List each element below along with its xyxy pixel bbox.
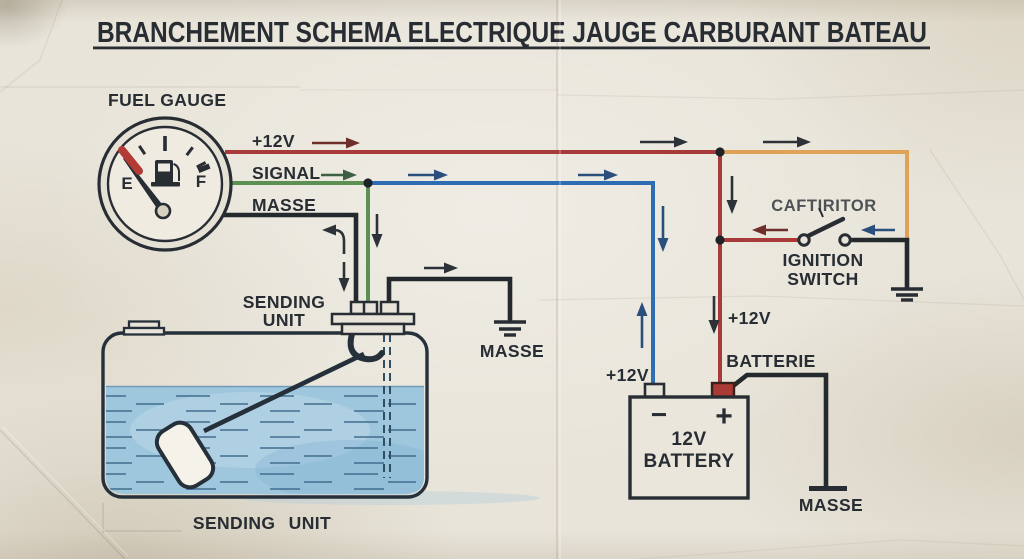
arrow-right-icon [763, 136, 811, 148]
blue-wire [366, 181, 655, 387]
title-underline [93, 46, 930, 50]
page-title: BRANCHEMENT SCHEMA ELECTRIQUE JAUGE CARB… [97, 17, 927, 49]
sending-unit-label-line1: SENDING [243, 292, 326, 312]
gauge-full-mark: F [196, 172, 206, 191]
gauge-ticks [138, 136, 211, 174]
fuel-tank-assembly: SENDING UNIT SENDING UNIT MASSE [101, 292, 544, 533]
fuel-gauge: E F FUEL GAUGE [97, 90, 233, 252]
arrow-down-icon [338, 262, 350, 292]
title-block: BRANCHEMENT SCHEMA ELECTRIQUE JAUGE CARB… [93, 17, 930, 50]
needle-red-tip [118, 146, 143, 175]
sending-unit-flange [330, 300, 416, 336]
battery-case [628, 395, 750, 500]
wiring [222, 147, 910, 489]
arrow-bent-left-icon [322, 224, 346, 254]
masse-label: MASSE [252, 195, 316, 215]
switch-terminal [797, 233, 811, 247]
arrow-left-icon [752, 224, 788, 236]
arrow-right-icon [640, 136, 688, 148]
junction-dot [715, 147, 725, 157]
pencil-guide [102, 503, 182, 533]
blue-feed-label: +12V [606, 365, 649, 385]
switch-faded-label: CAFTIRITOR [771, 197, 877, 215]
fuel-gauge-label: FUEL GAUGE [108, 90, 226, 110]
ignition-label-line1: IGNITION [783, 250, 864, 270]
sending-unit-label-line2: UNIT [263, 310, 305, 330]
battery-ground-wire [724, 372, 829, 489]
float-arm [203, 351, 365, 434]
float [154, 420, 216, 490]
ground-icon [494, 320, 526, 337]
battery-label-line1: 12V [671, 429, 706, 450]
ignition-label-line2: SWITCH [787, 269, 858, 289]
switch-lever [805, 216, 846, 239]
arrow-down-icon [708, 296, 720, 334]
current-flow-arrows [312, 136, 895, 348]
fuel-pump-icon [151, 160, 181, 187]
signal-label: SIGNAL [252, 163, 321, 183]
arrow-right-icon [321, 169, 357, 181]
battery: − + 12V BATTERY +12V +12V BATTERIE MASSE [606, 308, 863, 515]
arrow-right-icon [408, 169, 448, 181]
arrow-right-icon [424, 262, 458, 274]
switch-ground-wire [846, 237, 910, 290]
arrow-up-icon [636, 302, 648, 348]
gauge-wire-labels: +12V SIGNAL MASSE [252, 131, 321, 215]
sender-elbow [347, 331, 385, 363]
filler-cap [122, 320, 166, 336]
battery-plus-sign: + [715, 400, 733, 433]
arrow-right-icon [312, 137, 360, 149]
arrow-left-icon [861, 224, 895, 236]
red-feed-label: +12V [728, 308, 771, 328]
sender-rod [383, 334, 391, 478]
battery-label-line2: BATTERY [643, 451, 734, 472]
arrow-down-icon [726, 176, 738, 214]
plus12v-label: +12V [252, 131, 295, 151]
gauge-needle [118, 146, 172, 220]
ground-symbols [494, 287, 923, 491]
switch-terminal [838, 233, 852, 247]
arrow-right-icon [578, 169, 618, 181]
ground-icon [891, 287, 923, 302]
batterie-wire-label: BATTERIE [726, 351, 815, 371]
sender-ground-wire [386, 276, 513, 324]
sender-ground-label: MASSE [480, 341, 544, 361]
gauge-masse-wire [222, 212, 359, 305]
battery-ground-label: MASSE [799, 495, 863, 515]
needle-pivot [154, 202, 172, 220]
gauge-empty-mark: E [121, 174, 132, 193]
tank-caption: SENDING UNIT [193, 513, 331, 533]
ignition-switch: CAFTIRITOR IGNITION SWITCH [771, 197, 877, 289]
tank-outline [101, 331, 429, 499]
switch-travel-mark [818, 207, 824, 218]
red-12v-wire [225, 150, 722, 386]
junction-dot [363, 178, 373, 188]
ground-bar-icon [809, 486, 847, 491]
arrow-down-icon [371, 214, 383, 248]
junction-dot [715, 235, 725, 245]
arrow-down-icon [657, 206, 669, 252]
orange-switch-wire [720, 150, 909, 240]
battery-minus-sign: − [651, 399, 667, 430]
sender-terminal [379, 300, 400, 316]
